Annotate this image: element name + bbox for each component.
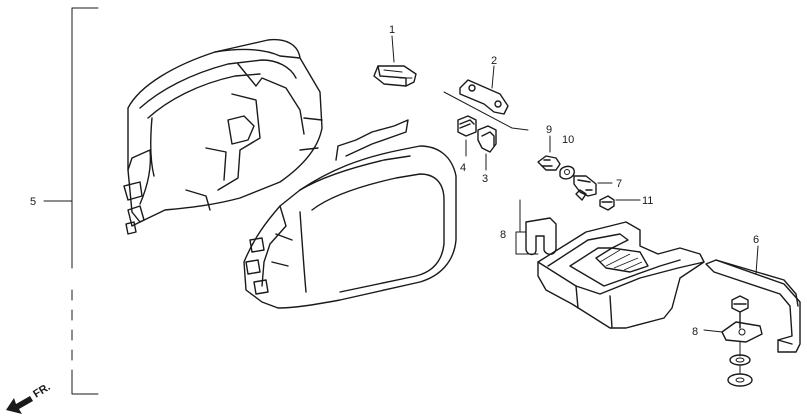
part-7-bracket	[573, 175, 613, 201]
callout-2: 2	[491, 55, 497, 67]
part-8-bolt-lower	[703, 295, 763, 387]
callout-6: 6	[753, 234, 759, 246]
left-side-cover	[123, 38, 323, 235]
callout-9: 9	[546, 124, 552, 136]
part-11-screw	[599, 195, 641, 211]
part-8-hook-upper	[515, 199, 557, 256]
callout-1: 1	[389, 24, 395, 36]
right-side-cover	[243, 119, 457, 309]
part-1-strip	[373, 35, 417, 87]
parts-9-10-fasteners	[537, 135, 575, 180]
luggage-tray	[537, 221, 705, 329]
part-6-strap	[705, 245, 801, 353]
callout-10: 10	[562, 134, 574, 146]
callout-5: 5	[30, 196, 36, 208]
callout-7: 7	[616, 178, 622, 190]
part-2-bracket	[443, 65, 529, 131]
callout-labels: 1 2 3 4 5 6 7 8 8 9 10 11	[30, 24, 759, 338]
callout-8-lower: 8	[692, 326, 698, 338]
callout-11: 11	[642, 195, 653, 207]
front-direction-arrow: FR.	[6, 381, 53, 414]
callout-8-upper: 8	[500, 229, 506, 241]
callout-4: 4	[460, 162, 466, 174]
group-bracket-5	[43, 7, 99, 395]
callout-3: 3	[482, 173, 488, 185]
parts-3-4-clips	[457, 115, 497, 171]
front-direction-label: FR.	[31, 381, 52, 401]
